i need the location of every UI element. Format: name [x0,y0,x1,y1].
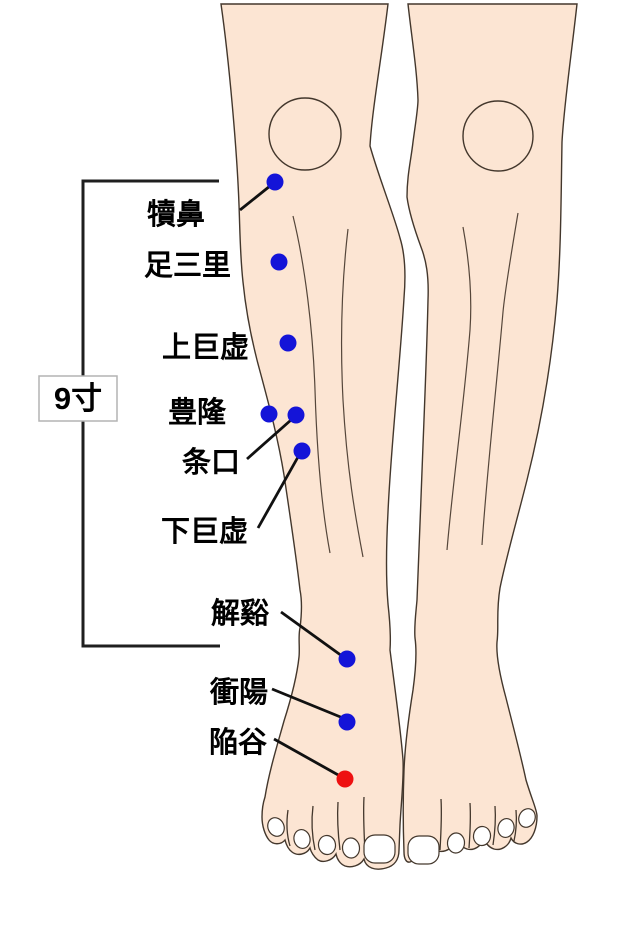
left-leg-outline [220,3,406,870]
point-label-dubi: 犢鼻 [147,198,205,231]
point-dot-fenglong [260,405,278,423]
right-foot-toe-crease-4 [513,809,518,842]
left-shin-line-outer [341,228,364,558]
point-dot-xiajuxu [293,442,311,460]
point-dot-jiexi [338,650,356,668]
point-label-jiexi: 解谿 [211,597,270,630]
right-toenail-4 [497,817,515,839]
point-dot-shangjuxu [279,334,297,352]
right-leg-outline [402,3,578,863]
point-dot-xiangu [336,770,354,788]
right-shin-line-inner [446,226,472,551]
point-label-xiajuxu: 下巨虚 [161,515,248,548]
point-label-xiangu: 陥谷 [209,725,268,759]
point-label-chongyang: 衝陽 [209,675,268,709]
point-leader-dubi [239,184,271,212]
left-toenail-big [363,834,396,864]
right-foot-toe-crease-1 [439,798,443,851]
left-knee-circle [268,97,342,171]
point-leader-tiaokou [246,418,292,461]
right-toenail-small [518,808,536,828]
left-foot-toe-crease-1 [286,809,291,847]
right-shin-line-outer [481,212,519,546]
point-dot-dubi [266,173,284,191]
left-toenail-4 [341,837,361,859]
left-toenail-small [267,817,285,837]
point-leader-jiexi [280,610,343,658]
right-toenail-big [407,835,440,865]
right-foot-toe-crease-3 [492,805,497,846]
right-toenail-2 [446,832,466,854]
right-toenail-3 [472,825,492,847]
right-knee-circle [462,100,534,172]
measurement-label: 9寸 [54,381,102,416]
left-toenail-2 [293,828,311,850]
point-label-tiaokou: 条口 [182,446,240,479]
point-leader-xiajuxu [256,456,300,529]
point-dot-tiaokou [287,406,305,424]
right-foot-toe-crease-2 [468,802,472,849]
point-leader-chongyang [271,687,344,720]
measurement-box [38,375,118,422]
point-dot-zusanli [270,253,288,271]
left-toenail-3 [317,834,337,856]
point-label-fenglong: 豊隆 [168,396,227,429]
point-label-zusanli: 足三里 [144,250,231,282]
left-shin-line-inner [292,215,331,554]
point-leader-xiangu [273,737,341,778]
left-foot-toe-crease-3 [336,801,341,851]
point-dot-chongyang [338,713,356,731]
left-foot-toe-crease-2 [311,805,316,851]
point-label-shangjuxu: 上巨虚 [162,331,249,364]
